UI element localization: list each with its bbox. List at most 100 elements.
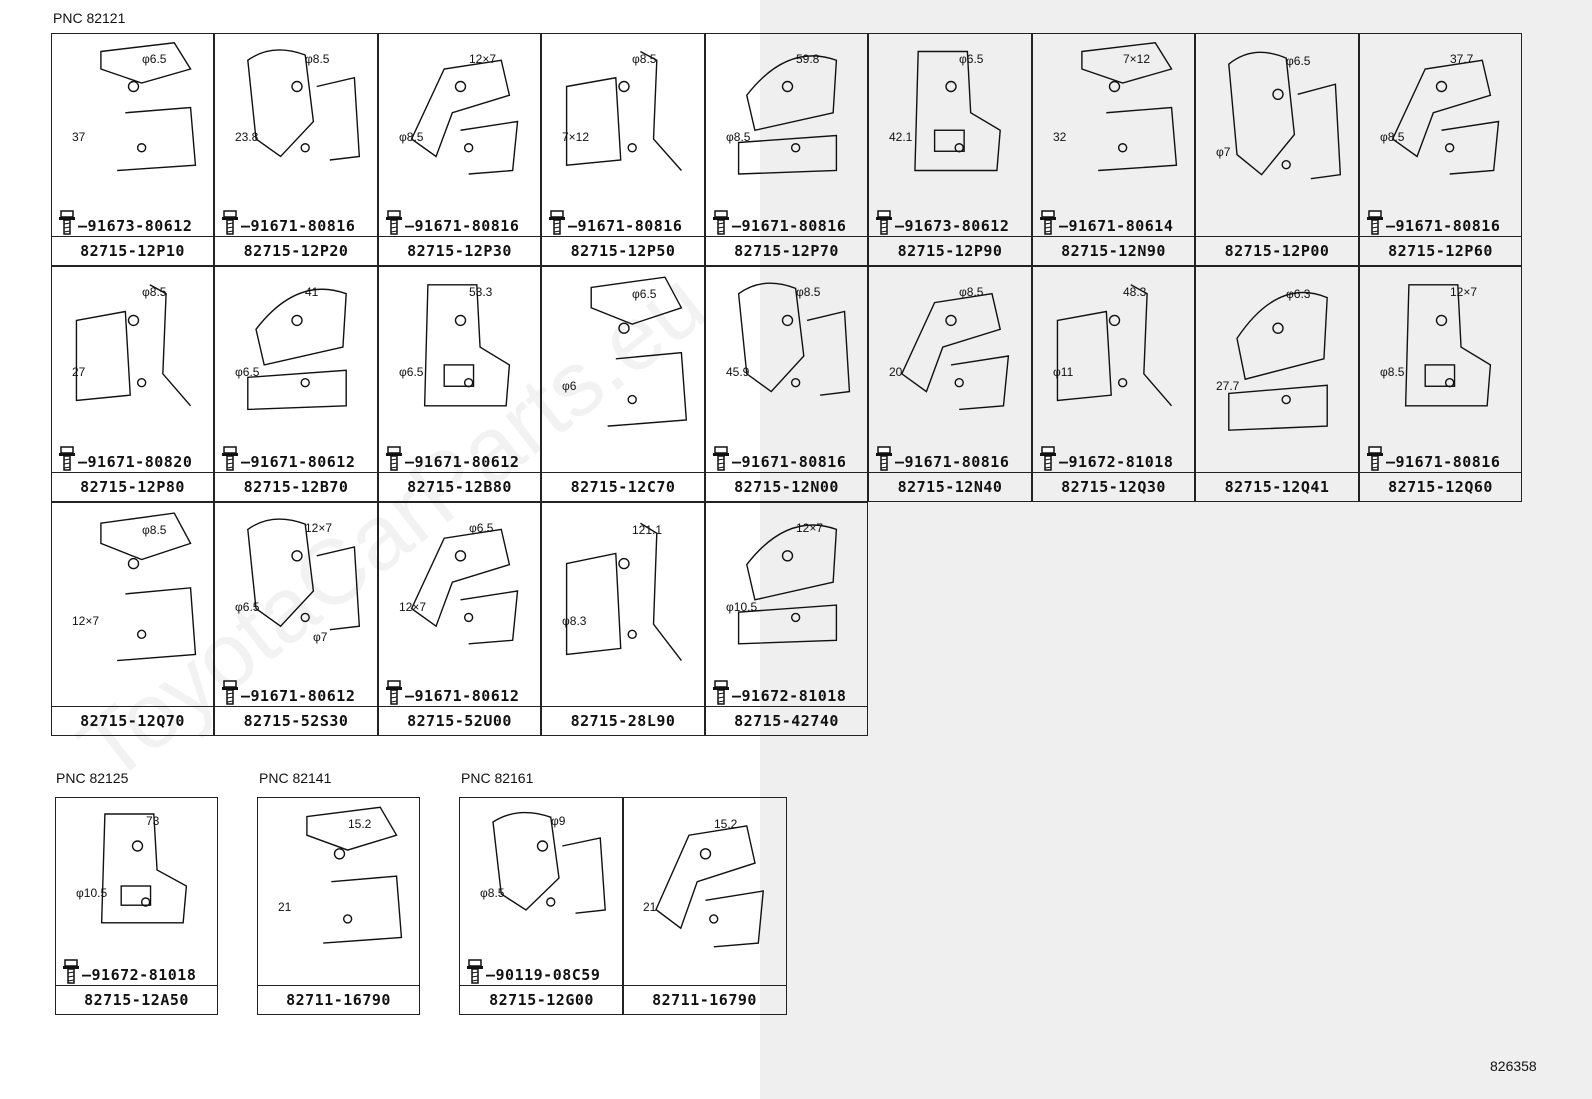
part-number[interactable]: 82715-12P00 bbox=[1196, 236, 1358, 265]
dimension-label: 37 bbox=[72, 130, 86, 144]
part-number[interactable]: 82715-12Q41 bbox=[1196, 472, 1358, 501]
dimension-label: φ6.5 bbox=[142, 52, 167, 66]
bolt-icon bbox=[712, 446, 732, 477]
bolt-part-number[interactable]: —91671-80816 bbox=[895, 453, 1010, 471]
part-number[interactable]: 82715-52S30 bbox=[215, 706, 377, 735]
part-number[interactable]: 82715-42740 bbox=[706, 706, 867, 735]
dimension-label: φ7 bbox=[313, 630, 328, 644]
bolt-part-number[interactable]: —90119-08C59 bbox=[486, 966, 601, 984]
bracket-drawing bbox=[492, 811, 606, 914]
dimension-label: 15.2 bbox=[348, 817, 372, 831]
part-number[interactable]: 82715-12P20 bbox=[215, 236, 377, 265]
part-number[interactable]: 82715-12P50 bbox=[542, 236, 704, 265]
bolt-icon bbox=[712, 210, 732, 241]
bolt-icon bbox=[62, 959, 82, 990]
part-number[interactable]: 82715-12B80 bbox=[379, 472, 540, 501]
part-number[interactable]: 82715-12Q60 bbox=[1360, 472, 1521, 501]
part-number[interactable]: 82715-12P30 bbox=[379, 236, 540, 265]
dimension-label: 48.3 bbox=[1123, 285, 1147, 299]
bolt-part-number[interactable]: —91671-80816 bbox=[732, 217, 847, 235]
bolt-icon bbox=[58, 210, 78, 241]
dimension-label: 21 bbox=[278, 900, 292, 914]
part-number[interactable]: 82715-12B70 bbox=[215, 472, 377, 501]
part-number[interactable]: 82715-12Q70 bbox=[52, 706, 213, 735]
bolt-part-number[interactable]: —91671-80816 bbox=[241, 217, 356, 235]
bracket-drawing bbox=[1391, 59, 1500, 175]
part-number[interactable]: 82715-12A50 bbox=[56, 985, 217, 1014]
bolt-part-number[interactable]: —91671-80614 bbox=[1059, 217, 1174, 235]
bolt-part-number[interactable]: —91671-80816 bbox=[1386, 453, 1501, 471]
dimension-label: 41 bbox=[305, 285, 319, 299]
part-number[interactable]: 82715-12N90 bbox=[1033, 236, 1194, 265]
part-cell[interactable]: 15.2 21 82711-16790 bbox=[257, 797, 420, 1015]
part-number[interactable]: 82715-12P90 bbox=[869, 236, 1031, 265]
bolt-part-number[interactable]: —91671-80612 bbox=[405, 453, 520, 471]
bracket-drawing bbox=[900, 292, 1010, 411]
bolt-part-number[interactable]: —91672-81018 bbox=[82, 966, 197, 984]
dimension-label: 53.3 bbox=[469, 285, 493, 299]
bracket-drawing bbox=[247, 288, 347, 411]
bolt-part-number[interactable]: —91671-80816 bbox=[405, 217, 520, 235]
bolt-part-number[interactable]: —91671-80820 bbox=[78, 453, 193, 471]
dimension-label: φ6.5 bbox=[235, 600, 260, 614]
part-number[interactable]: 82715-12C70 bbox=[542, 472, 704, 501]
bolt-part-number[interactable]: —91673-80612 bbox=[895, 217, 1010, 235]
dimension-label: 32 bbox=[1053, 130, 1067, 144]
bolt-part-number[interactable]: —91671-80816 bbox=[1386, 217, 1501, 235]
part-number[interactable]: 82715-28L90 bbox=[542, 706, 704, 735]
dimension-label: 23.8 bbox=[235, 130, 259, 144]
dimension-label: φ8.5 bbox=[959, 285, 984, 299]
part-number[interactable]: 82715-52U00 bbox=[379, 706, 540, 735]
part-number[interactable]: 82715-12P70 bbox=[706, 236, 867, 265]
bolt-part-number[interactable]: —91671-80612 bbox=[241, 453, 356, 471]
bolt-part-number[interactable]: —91671-80816 bbox=[732, 453, 847, 471]
dimension-label: 12×7 bbox=[796, 521, 824, 535]
part-number[interactable]: 82715-12P10 bbox=[52, 236, 213, 265]
dimension-label: φ8.5 bbox=[399, 130, 424, 144]
bracket-drawing bbox=[914, 50, 1001, 172]
pnc-label: PNC 82141 bbox=[259, 770, 332, 786]
bracket-drawing bbox=[565, 50, 682, 171]
bolt-part-number[interactable]: —91671-80816 bbox=[568, 217, 683, 235]
part-number[interactable]: 82715-12N00 bbox=[706, 472, 867, 501]
part-number[interactable]: 82715-12P60 bbox=[1360, 236, 1521, 265]
part-number[interactable]: 82711-16790 bbox=[623, 985, 786, 1014]
bolt-part-number[interactable]: —91672-81018 bbox=[1059, 453, 1174, 471]
part-number[interactable]: 82715-12Q30 bbox=[1033, 472, 1194, 501]
bolt-part-number[interactable]: —91671-80612 bbox=[241, 687, 356, 705]
part-number[interactable]: 82715-12P80 bbox=[52, 472, 213, 501]
bolt-part-number[interactable]: —91673-80612 bbox=[78, 217, 193, 235]
bolt-part-number[interactable]: —91671-80612 bbox=[405, 687, 520, 705]
part-number[interactable]: 82715-12N40 bbox=[869, 472, 1031, 501]
part-number[interactable]: 82711-16790 bbox=[258, 985, 419, 1014]
dimension-label: 45.9 bbox=[726, 365, 750, 379]
bolt-part-number[interactable]: —91672-81018 bbox=[732, 687, 847, 705]
part-number[interactable]: 82715-12G00 bbox=[460, 985, 623, 1014]
